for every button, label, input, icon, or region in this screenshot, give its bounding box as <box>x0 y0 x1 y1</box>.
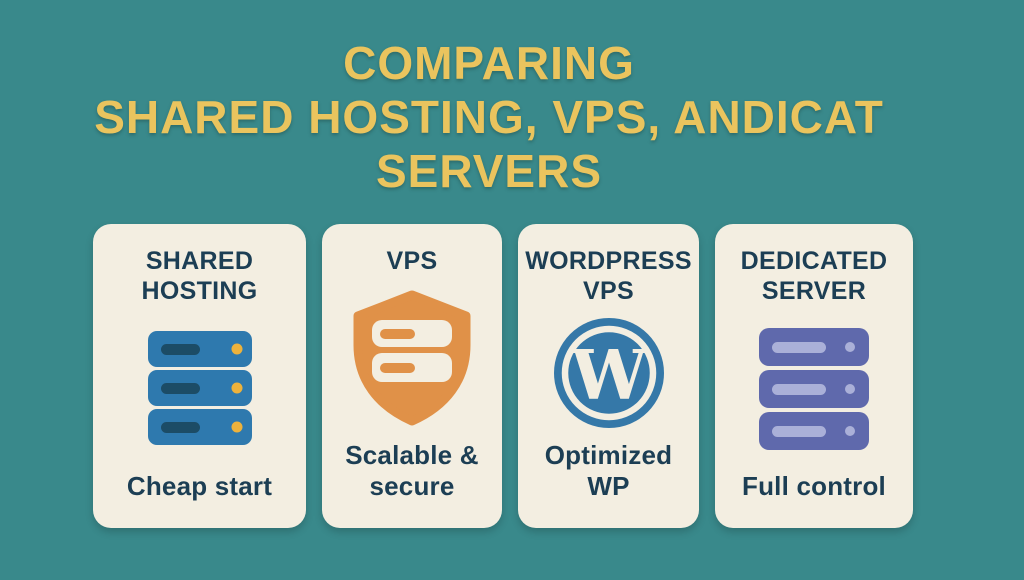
title-line-3: SERVERS <box>375 145 603 197</box>
card-wordpress-vps-caption: Optimized WP <box>544 440 673 501</box>
card-dedicated-server-title: DEDICATED SERVER <box>740 247 888 305</box>
card-vps-caption: Scalable & secure <box>345 440 479 501</box>
server-stack-indigo-icon <box>759 327 869 450</box>
card-shared-hosting-title: SHARED HOSTING <box>141 247 258 305</box>
card-wordpress-vps: WORDPRESS VPS W Optimized WP <box>518 224 699 528</box>
title-line-1: COMPARING <box>343 37 635 89</box>
wordpress-w-monogram: W <box>569 336 648 416</box>
card-vps-title: VPS <box>386 247 438 275</box>
card-wordpress-vps-title: WORDPRESS VPS <box>525 247 692 305</box>
server-stack-icon <box>147 306 252 471</box>
card-dedicated-server-caption: Full control <box>742 471 886 501</box>
wordpress-logo: W <box>553 318 664 428</box>
wordpress-logo-icon: W <box>552 306 666 440</box>
card-dedicated-server: DEDICATED SERVER Full control <box>715 224 913 528</box>
page-title: COMPARING SHARED HOSTING, VPS, ANDICAT S… <box>0 36 1024 198</box>
card-vps: VPS Scalable & secure <box>322 224 502 528</box>
server-stack-blue-icon <box>147 330 252 445</box>
title-line-2: SHARED HOSTING, VPS, ANDICAT <box>94 91 884 143</box>
vps-shield-icon <box>353 290 471 426</box>
card-shared-hosting: SHARED HOSTING Cheap start <box>93 224 306 528</box>
card-shared-hosting-caption: Cheap start <box>126 471 273 501</box>
hosting-cards-row: SHARED HOSTING Cheap start VPS <box>93 224 913 528</box>
shield-server-icon <box>349 276 475 440</box>
dedicated-server-stack-icon <box>759 306 869 471</box>
